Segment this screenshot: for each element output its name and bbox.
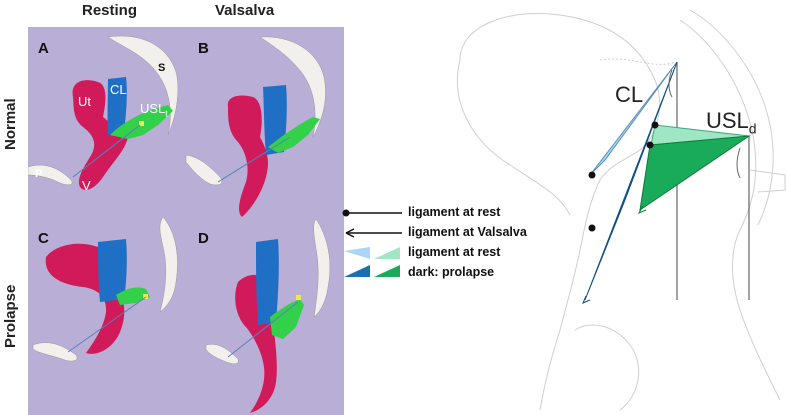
anatomical-renders bbox=[28, 35, 331, 413]
panel-label-a: A bbox=[38, 40, 49, 57]
row-header-normal: Normal bbox=[2, 98, 19, 150]
panel-b-render bbox=[185, 36, 326, 217]
panel-label-b: B bbox=[198, 40, 209, 57]
panel-d-render bbox=[205, 218, 331, 413]
schematic-label-usl: USLd bbox=[706, 108, 757, 136]
legend-valsalva-line: ligament at Valsalva bbox=[408, 225, 527, 239]
label-usl-main: USL bbox=[140, 101, 166, 116]
label-s: S bbox=[158, 62, 166, 74]
schematic-label-usl-sub: d bbox=[748, 120, 757, 137]
label-cl: CL bbox=[110, 82, 127, 97]
panel-c-render bbox=[32, 216, 178, 362]
legend-prolapse-color: dark: prolapse bbox=[408, 265, 495, 279]
panel-label-d: D bbox=[198, 230, 209, 247]
legend-rest-color: ligament at rest bbox=[408, 245, 501, 259]
label-usl-sub: t bbox=[165, 108, 168, 119]
panel-a-render bbox=[28, 35, 179, 190]
cl-dark-swatch bbox=[344, 265, 370, 277]
usl-light-swatch bbox=[374, 247, 400, 259]
cl-prolapse-ligament bbox=[584, 61, 678, 301]
legend-rest-line: ligament at rest bbox=[408, 205, 501, 219]
legend-symbols bbox=[342, 209, 402, 277]
cl-light-swatch bbox=[344, 247, 370, 259]
label-ut: Ut bbox=[78, 94, 91, 109]
label-p: P bbox=[35, 168, 43, 180]
panel-label-c: C bbox=[38, 230, 49, 247]
cl-rest-ligament bbox=[589, 61, 678, 176]
ligament-schematic bbox=[456, 9, 786, 411]
column-header-resting: Resting bbox=[82, 2, 138, 19]
usl-dark-swatch bbox=[374, 265, 400, 277]
label-usl: USLt bbox=[140, 101, 168, 119]
row-header-prolapse: Prolapse bbox=[2, 284, 19, 348]
schematic-label-cl: CL bbox=[615, 82, 644, 107]
usl-prolapse-ligament bbox=[639, 135, 751, 212]
column-header-valsalva: Valsalva bbox=[215, 2, 275, 19]
schematic-label-usl-main: USL bbox=[706, 108, 749, 133]
label-v: V bbox=[82, 178, 91, 193]
